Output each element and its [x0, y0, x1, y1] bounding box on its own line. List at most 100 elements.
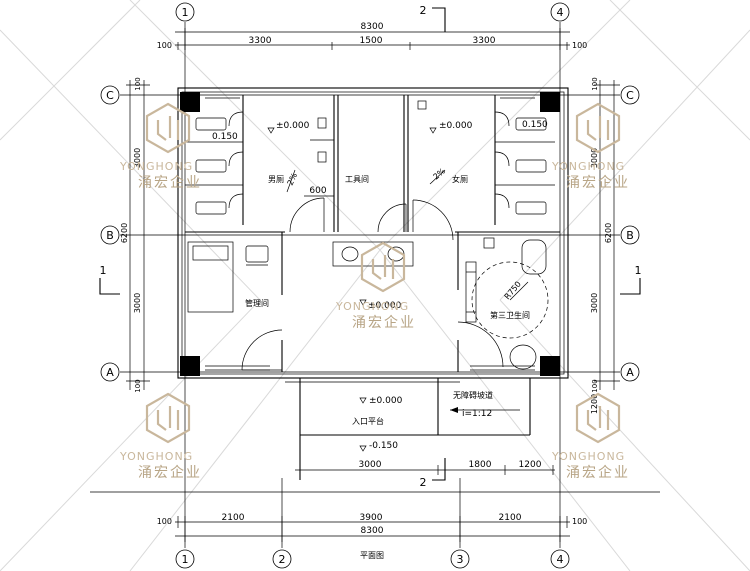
bottom-dim-2: 3900 — [360, 513, 383, 523]
right-dim-3: 100 — [591, 379, 599, 392]
watermark-en-bottom-right: YONGHONG — [551, 450, 625, 463]
right-total-dim: 6200 — [604, 223, 613, 243]
level-female: ±0.000 — [429, 121, 473, 134]
watermark-en-top-left: YONGHONG — [119, 160, 193, 173]
watermark-en-bottom-left: YONGHONG — [119, 450, 193, 463]
male-slope: 2% — [286, 171, 300, 187]
ramp-label: 无障碍坡道 — [453, 390, 493, 400]
level-hall: ±0.000 — [359, 299, 402, 311]
left-dim-2: 3000 — [133, 293, 142, 313]
svg-text:B: B — [106, 229, 114, 242]
left-dim-3: 100 — [134, 379, 142, 392]
top-dim-0: 100 — [157, 41, 172, 50]
svg-text:B: B — [626, 229, 634, 242]
entry-platform — [285, 377, 531, 480]
plan-title: 平面图 — [360, 551, 384, 560]
svg-text:-0.150: -0.150 — [369, 441, 398, 451]
svg-text:2: 2 — [279, 553, 286, 566]
column-bottom-right — [540, 356, 560, 376]
female-slope-arrow — [429, 169, 446, 185]
svg-text:C: C — [106, 89, 114, 102]
entry-dim-2: 1200 — [519, 460, 542, 470]
column-bottom-left — [180, 356, 200, 376]
section-mark-right: 1 — [620, 264, 642, 295]
section-mark-left: 1 — [99, 264, 120, 295]
male-toilet-stalls — [185, 111, 244, 215]
watermark-en-center: YONGHONG — [335, 300, 409, 313]
svg-text:±0.000: ±0.000 — [439, 121, 473, 131]
ramp-slope: i=1:12 — [462, 409, 492, 419]
svg-text:4: 4 — [557, 6, 564, 19]
watermark-cn-top-right: 涌宏企业 — [566, 174, 630, 191]
left-total-dim: 6200 — [120, 223, 129, 243]
svg-text:1: 1 — [635, 264, 642, 277]
top-dim-3: 3300 — [473, 36, 496, 46]
watermark-logo-top-right — [575, 102, 621, 154]
svg-text:±0.000: ±0.000 — [276, 121, 310, 131]
svg-text:±0.000: ±0.000 — [368, 301, 402, 311]
axis-4-top: 4 — [550, 2, 570, 22]
management-room-door — [241, 329, 283, 371]
watermark-en-top-right: YONGHONG — [551, 160, 625, 173]
left-dimension-chain: 3000 3000 6200 100 100 — [120, 77, 150, 393]
left-dim-0: 100 — [134, 77, 142, 90]
tool-room-door — [377, 203, 407, 233]
bottom-dim-3: 2100 — [499, 513, 522, 523]
axis-b-right: B — [620, 225, 640, 245]
svg-text:2: 2 — [420, 476, 427, 489]
section-mark-bottom: 2 — [420, 458, 446, 489]
watermark-logo-top-left — [145, 102, 191, 154]
watermark-cn-bottom-right: 涌宏企业 — [566, 464, 630, 481]
male-urinals — [310, 117, 334, 163]
top-dim-2: 1500 — [360, 36, 383, 46]
level-platform: ±0.000 — [359, 396, 403, 406]
watermark-logo-center — [360, 241, 406, 293]
third-space-label: 第三卫生间 — [490, 310, 530, 320]
entry-platform-label: 入口平台 — [352, 416, 384, 426]
right-dim-1200: 1200 — [590, 394, 599, 414]
top-dim-1: 3300 — [249, 36, 272, 46]
axis-c-right: C — [620, 85, 640, 105]
entry-dimension-chain: 3000 1800 1200 — [295, 460, 555, 475]
watermark-cn-center: 涌宏企业 — [352, 314, 416, 331]
right-dim-1: 3000 — [590, 148, 599, 168]
watermark-cn-top-left: 涌宏企业 — [138, 174, 202, 191]
male-slope-arrow — [286, 169, 296, 193]
bottom-dim-0: 100 — [157, 517, 172, 526]
bottom-dimension-chain: 100 2100 3900 2100 100 8300 — [90, 491, 660, 542]
watermark-cn-bottom-left: 涌宏企业 — [138, 464, 202, 481]
tool-room-label: 工具间 — [345, 175, 369, 184]
female-slope: 2% — [432, 166, 448, 181]
right-dimension-chain: 3000 3000 6200 100 100 1200 — [590, 77, 620, 414]
female-toilet-stalls — [417, 100, 555, 215]
left-dim-1: 3000 — [133, 148, 142, 168]
svg-text:1: 1 — [182, 553, 189, 566]
entry-dim-1: 1800 — [469, 460, 492, 470]
svg-text:A: A — [626, 366, 634, 379]
axis-4-bottom: 4 — [550, 549, 570, 569]
axis-1-bottom: 1 — [175, 549, 195, 569]
column-top-left — [180, 92, 200, 112]
door-600-dim: 600 — [304, 186, 334, 197]
management-room-label: 管理间 — [245, 298, 269, 308]
svg-text:600: 600 — [309, 186, 326, 196]
watermark-logo-bottom-left — [145, 392, 191, 444]
ramp-arrow — [450, 407, 520, 413]
female-room-label: 女厕 — [452, 174, 468, 184]
top-dim-4: 100 — [572, 41, 587, 50]
axis-1-top: 1 — [175, 2, 195, 22]
male-room-label: 男厕 — [268, 175, 284, 184]
axis-a-right: A — [620, 362, 640, 382]
svg-text:4: 4 — [557, 553, 564, 566]
third-space-door — [457, 321, 504, 368]
level-urinal-right: 0.150 — [522, 120, 548, 130]
right-dim-0: 100 — [591, 77, 599, 90]
axis-3-bottom: 3 — [450, 549, 470, 569]
bottom-dim-1: 2100 — [222, 513, 245, 523]
male-door — [289, 197, 325, 233]
svg-text:A: A — [106, 366, 114, 379]
top-dimension-chain: 8300 100 3300 1500 3300 100 — [157, 22, 587, 50]
svg-text:3: 3 — [457, 553, 464, 566]
svg-text:1: 1 — [100, 264, 107, 277]
